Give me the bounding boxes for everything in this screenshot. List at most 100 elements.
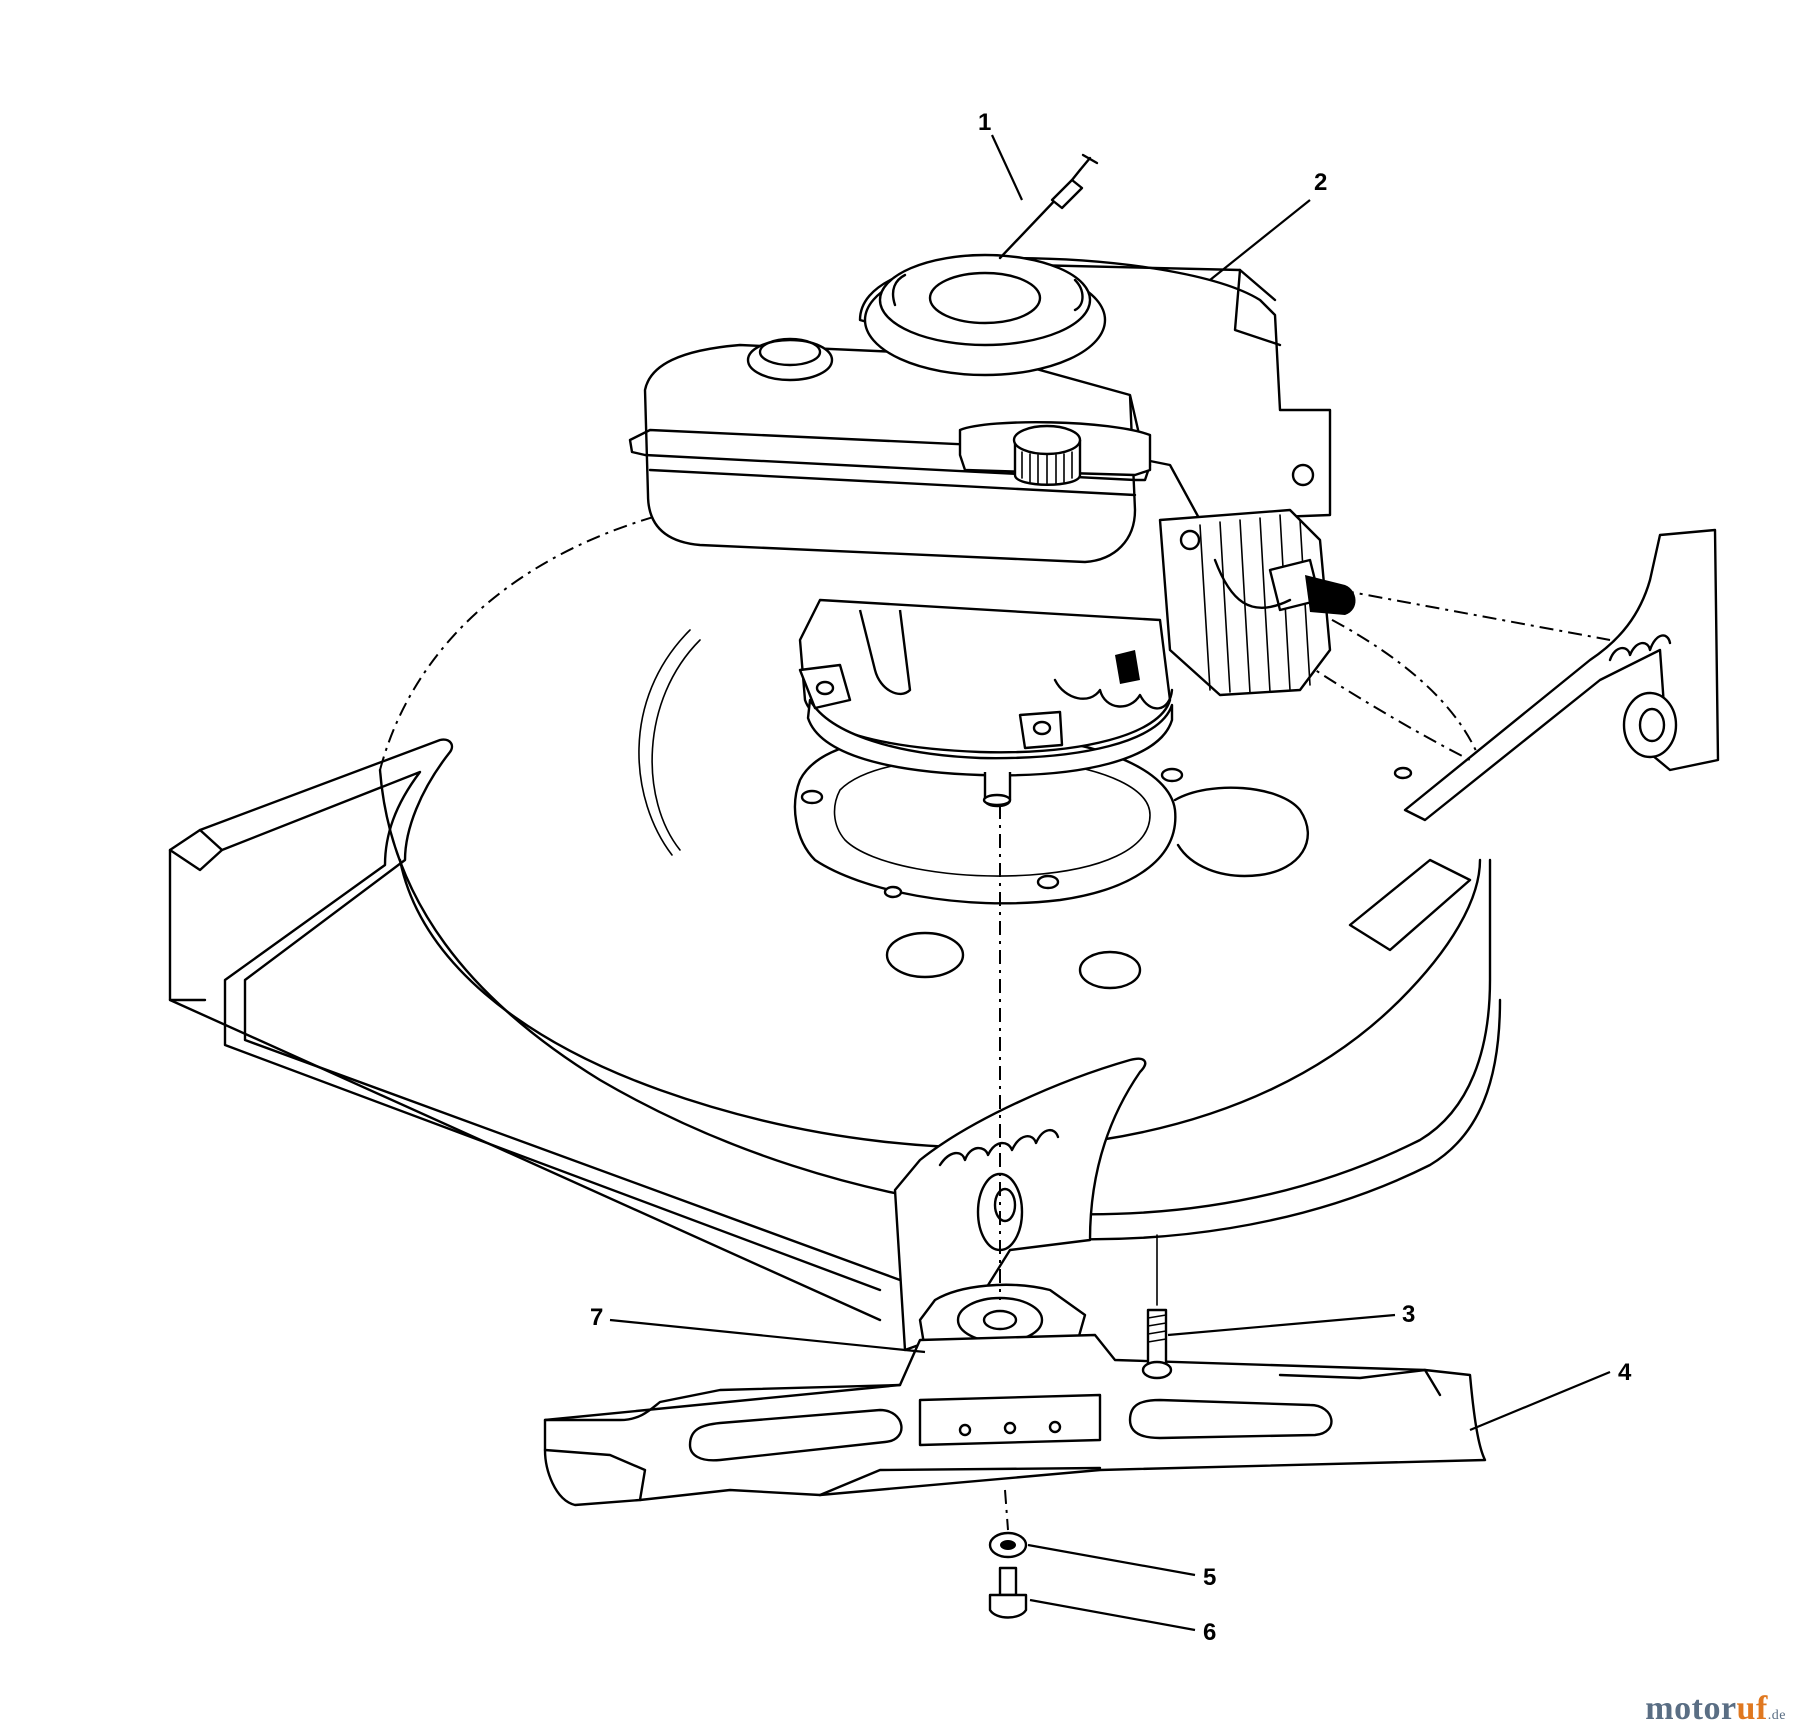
front-bumper	[168, 738, 902, 1322]
ignition-wire	[1213, 558, 1292, 610]
deck-boss	[1078, 950, 1142, 990]
cooling-fins	[1199, 514, 1311, 694]
mount-lug-hole	[1032, 720, 1052, 736]
blade-bolt-head	[988, 1593, 1028, 1619]
blower-side	[1233, 268, 1282, 347]
blade-center-hole	[1048, 1420, 1062, 1434]
callout-5: 5	[1203, 1564, 1216, 1591]
rear-adjuster-pivot	[1622, 691, 1678, 759]
deck-boss	[885, 931, 965, 979]
deck-swirl-2	[638, 629, 691, 856]
callout-1: 1	[978, 109, 991, 136]
callout-2: 2	[1314, 169, 1327, 196]
spark-plug-boot	[1305, 575, 1356, 615]
mount-lug-hole	[815, 680, 835, 696]
engine-bolt	[1291, 463, 1315, 487]
watermark-tld: .de	[1767, 1708, 1786, 1723]
leader-2	[1209, 199, 1311, 281]
starter-dome-top	[878, 253, 1092, 347]
throttle-cable-ferrule	[1050, 178, 1084, 210]
rear-adjuster-notches	[1608, 634, 1672, 662]
engine	[628, 253, 1356, 808]
fuel-cap-top	[758, 337, 822, 367]
rear-height-adjuster	[1299, 528, 1720, 822]
starter-lettering	[891, 273, 1084, 312]
blade-lower-edge	[818, 1466, 1102, 1497]
leader-1	[991, 134, 1023, 201]
blade-bolt	[988, 1566, 1028, 1619]
engine-flange	[806, 698, 1174, 777]
blade-center-hole	[958, 1423, 972, 1437]
mount-lug	[798, 663, 852, 710]
leader-6	[1029, 1598, 1196, 1632]
bumper-front-face	[168, 828, 224, 872]
fuel-tank-lower	[648, 468, 1137, 497]
rear-dashline	[1339, 589, 1611, 641]
blade-sail-right	[1278, 1368, 1442, 1397]
fuel-cap	[746, 338, 834, 382]
deck-bolt-hole	[800, 789, 824, 805]
adapter-bolt	[1141, 1234, 1173, 1380]
deck-skirt	[998, 998, 1502, 1241]
center-axis	[999, 805, 1009, 1531]
leader-7	[609, 1318, 926, 1354]
starter-cap	[928, 271, 1042, 325]
blade-sail-left	[543, 1448, 647, 1502]
blade-slot-left	[688, 1408, 903, 1462]
deck-bolt-hole	[1160, 767, 1184, 783]
callout-3: 3	[1402, 1301, 1415, 1328]
bolt-head	[1141, 1360, 1173, 1380]
mower-deck	[378, 494, 1502, 1241]
watermark-logo: motoruf.de	[1645, 1690, 1786, 1728]
rear-adjuster-plate	[1403, 528, 1720, 822]
crankshaft-end	[982, 793, 1012, 807]
callout-4: 4	[1618, 1359, 1632, 1386]
deck-bolt-hole	[1036, 874, 1060, 890]
blade-center-hole	[1003, 1421, 1017, 1435]
wiring-harness	[1053, 678, 1174, 710]
blade-bolt-shank	[998, 1566, 1018, 1597]
blade-top-face	[543, 1383, 902, 1422]
watermark-accent: uf	[1736, 1690, 1768, 1727]
adjuster-notches	[938, 1129, 1060, 1167]
fuel-tank	[643, 343, 1137, 564]
throttle-cable	[998, 153, 1099, 260]
blade-outline	[543, 1333, 1487, 1507]
blade-center-plate	[918, 1393, 1102, 1447]
watermark-prefix: motor	[1645, 1690, 1737, 1727]
primer-knob-ribs	[1021, 451, 1073, 486]
deck-bolt-hole	[1393, 766, 1413, 780]
callout-labels: 1 2 3 4 5 6 7	[590, 109, 1632, 1646]
blade-washer	[988, 1531, 1028, 1559]
deck-inner-dome	[398, 858, 1482, 1149]
adapter-hole	[982, 1309, 1018, 1331]
mower-blade	[543, 1333, 1487, 1507]
callout-6: 6	[1203, 1619, 1216, 1646]
engine-bolt	[1179, 529, 1201, 551]
rear-adjuster-pivot-inner	[1638, 707, 1666, 743]
fuel-tank-seam	[628, 428, 1152, 482]
bumper-outer	[198, 738, 902, 1282]
leader-5	[1027, 1543, 1196, 1577]
leader-3	[1167, 1313, 1396, 1337]
intake-tube	[858, 609, 912, 696]
discharge-slot	[1348, 858, 1472, 952]
primer-knob-top	[1012, 424, 1082, 456]
deck-swirl	[651, 639, 701, 851]
rear-dashline-2	[1299, 659, 1471, 761]
engine-base	[798, 598, 1172, 754]
throttle-cable-end	[1078, 153, 1099, 172]
callout-leaders	[609, 134, 1611, 1632]
bolt-thread	[1147, 1314, 1167, 1343]
callout-7: 7	[590, 1304, 603, 1331]
adjuster-pivot-inner	[993, 1187, 1017, 1223]
mount-lug	[1018, 710, 1064, 750]
wiring-connector	[1115, 650, 1140, 684]
bumper-inner	[220, 770, 882, 1292]
leader-4	[1469, 1370, 1611, 1432]
deck-bolt-hole	[883, 885, 903, 899]
washer-hole	[1000, 1540, 1016, 1550]
blade-slot-right	[1128, 1398, 1333, 1440]
mount-plate-lobe	[1173, 786, 1310, 878]
